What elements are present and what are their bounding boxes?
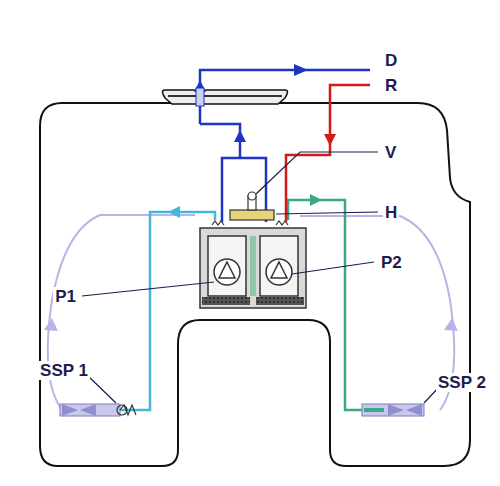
callout-label: P1 bbox=[53, 287, 78, 306]
left-loop-arrow bbox=[44, 318, 58, 331]
callout-label: P2 bbox=[379, 253, 404, 272]
pump-outlet-line bbox=[200, 124, 266, 222]
ssp1-feed-arrow bbox=[168, 206, 180, 218]
flange-pass-through bbox=[196, 88, 204, 106]
valve bbox=[230, 192, 274, 220]
callout-label: D bbox=[383, 51, 399, 70]
callout-label: SSP 2 bbox=[436, 373, 488, 392]
callout-label: H bbox=[383, 203, 399, 222]
right-loop-arrow bbox=[444, 318, 458, 331]
callout-label: V bbox=[383, 143, 398, 162]
return-arrow bbox=[324, 134, 336, 146]
pump-module bbox=[200, 221, 306, 308]
callout-label: R bbox=[383, 76, 399, 95]
callout-label: SSP 1 bbox=[38, 361, 90, 380]
right-loop-line bbox=[300, 216, 454, 410]
pump-outlet-arrow bbox=[234, 130, 246, 142]
ssp2-jet-pump bbox=[362, 404, 424, 416]
ssp2-feed-arrow bbox=[310, 194, 322, 206]
delivery-line bbox=[200, 70, 370, 124]
delivery-arrow bbox=[294, 64, 308, 76]
tank-outline bbox=[40, 103, 470, 466]
flange-line bbox=[168, 95, 282, 97]
left-loop-line bbox=[48, 215, 195, 410]
ssp1-jet-pump bbox=[60, 404, 136, 416]
tank-flange bbox=[163, 90, 288, 104]
leader-lines bbox=[82, 152, 440, 403]
